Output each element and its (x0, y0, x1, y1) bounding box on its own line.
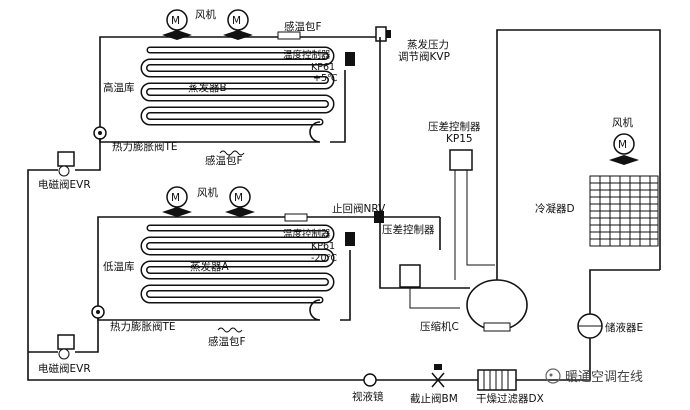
bulb-low-bottom-label: 感温包F (208, 335, 246, 348)
bulb-high-bottom-coil (219, 150, 245, 156)
filter-drier (477, 369, 517, 391)
suction-line (379, 210, 470, 289)
dp-kp15-lines (454, 170, 495, 280)
bulb-top-label: 感温包F (284, 20, 322, 33)
dp-mid-lines (409, 287, 460, 309)
motor-label: M (618, 139, 627, 151)
low-suction-pipe (340, 250, 351, 321)
sensor-bulb-mid (284, 213, 308, 222)
kvp-label-1: 蒸发压力 (407, 38, 449, 51)
bulb-high-bottom-label: 感温包F (205, 154, 243, 167)
sensor-bulb-top (277, 31, 301, 40)
stop-valve (431, 364, 445, 388)
sol-low-label: 电磁阀EVR (38, 362, 91, 375)
temp-controller-low (345, 232, 355, 246)
compressor-label: 压缩机C (420, 320, 459, 333)
evap-b-label: 蒸发器B (188, 81, 227, 94)
motor-label: M (171, 15, 180, 27)
fan-mid-2 (225, 186, 255, 217)
temp-high-label: +5℃ (313, 73, 338, 84)
condenser-outlet (589, 269, 660, 315)
dp-kp15-label: KP15 (446, 133, 473, 145)
fan-right-label: 风机 (612, 116, 633, 129)
temp-low-label: -20℃ (311, 253, 338, 264)
solenoid-high (57, 151, 75, 177)
compressor (466, 279, 528, 332)
kp61-low-label: KP61 (311, 241, 335, 252)
temp-ctrl-low-label: 温度控制器 (283, 228, 331, 240)
kvp-label-2: 调节阀KVP (398, 50, 450, 63)
fan-top-2 (223, 9, 253, 40)
low-room-label: 低温库 (103, 260, 135, 273)
discharge-line (496, 29, 661, 280)
kvp-valve (375, 26, 391, 42)
dp-controller-mid (399, 264, 421, 288)
liquid-line (27, 338, 591, 381)
check-label: 止回阀NRV (332, 202, 386, 215)
temp-controller-high (345, 52, 355, 66)
evap-a-label: 蒸发器A (190, 260, 229, 273)
check-valve (374, 211, 384, 223)
watermark: 暖通空调在线 (545, 368, 643, 385)
low-liquid-pipe (28, 318, 99, 353)
fan-mid-1 (162, 186, 192, 217)
sol-high-label: 电磁阀EVR (38, 178, 91, 191)
sight-glass (363, 373, 377, 387)
watermark-text: 暖通空调在线 (565, 370, 643, 385)
txv-high-label: 热力膨胀阀TE (112, 140, 178, 153)
stop-valve-label: 截止阀BM (410, 392, 458, 405)
condenser-label: 冷凝器D (535, 202, 575, 215)
dp-ctrl-top-label: 压差控制器 (428, 120, 481, 133)
motor-label: M (234, 192, 243, 204)
txv-high (93, 126, 107, 140)
temp-ctrl-high-label: 温度控制器 (283, 49, 331, 61)
filter-label: 干燥过滤器DX (476, 392, 544, 405)
low-room-pipe (97, 216, 440, 321)
high-room-label: 高温库 (103, 81, 135, 94)
dp-ctrl-mid-label: 压差控制器 (382, 223, 435, 236)
fan-top-1 (162, 9, 192, 40)
receiver (577, 313, 603, 339)
solenoid-low (57, 334, 75, 360)
fan-top-label: 风机 (195, 8, 216, 21)
evaporator-b-coil (140, 46, 335, 126)
motor-label: M (171, 192, 180, 204)
receiver-label: 储液器E (605, 321, 643, 334)
txv-low-label: 热力膨胀阀TE (110, 320, 176, 333)
kp61-high-label: KP61 (311, 62, 335, 73)
dp-controller-kp15 (449, 149, 473, 171)
bulb-low-bottom-coil (217, 327, 243, 333)
fan-right (609, 133, 639, 165)
motor-label: M (232, 15, 241, 27)
txv-low (91, 305, 105, 319)
condenser-coil (589, 175, 659, 247)
evaporator-a-coil (140, 224, 335, 304)
sight-label: 视液镜 (352, 390, 384, 403)
high-suction-pipe (330, 70, 346, 143)
high-liquid-pipe (27, 138, 101, 350)
fan-mid-label: 风机 (197, 186, 218, 199)
